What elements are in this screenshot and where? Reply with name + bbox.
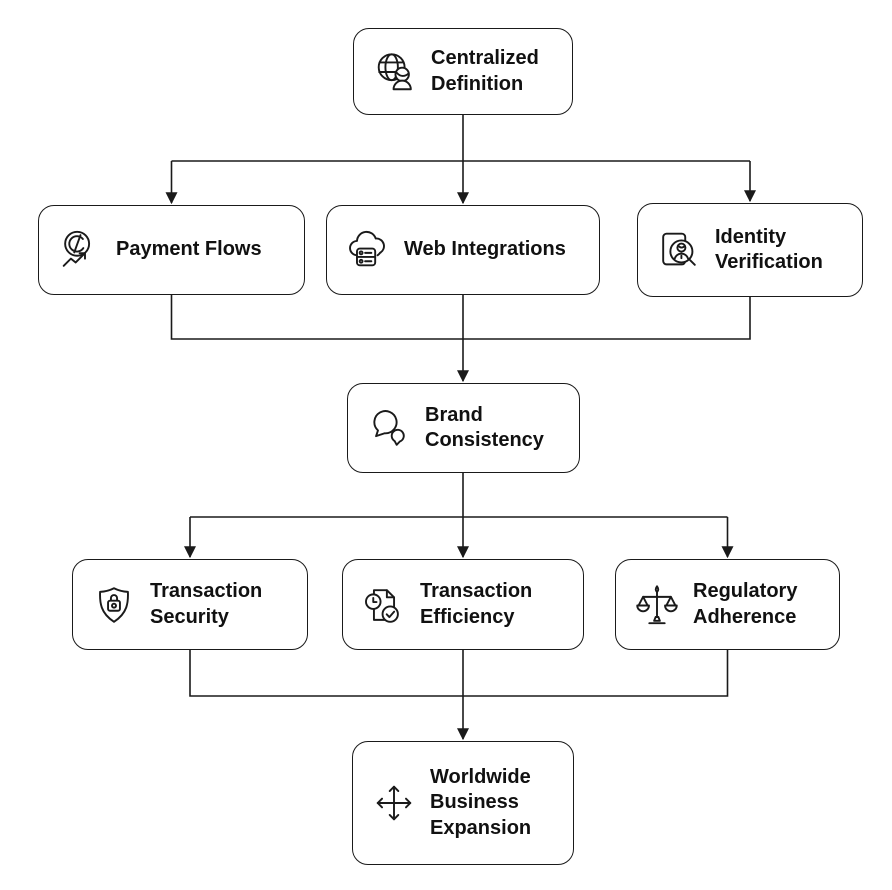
document-clock-check-icon (361, 582, 407, 628)
node-web-integrations: Web Integrations (326, 205, 600, 295)
shield-lock-icon (91, 582, 137, 628)
globe-user-icon (372, 49, 418, 95)
node-centralized-definition: Centralized Definition (353, 28, 573, 115)
node-regulatory-adherence: Regulatory Adherence (615, 559, 840, 650)
node-label: Transaction Security (150, 580, 263, 628)
node-label: Identity Verification (715, 225, 823, 273)
balance-scale-icon (634, 582, 680, 628)
node-identity-verification: Identity Verification (637, 203, 863, 297)
node-worldwide-business-expansion: Worldwide Business Expansion (352, 741, 574, 865)
node-brand-consistency: Brand Consistency (347, 383, 580, 473)
node-transaction-efficiency: Transaction Efficiency (342, 559, 584, 650)
node-label: Worldwide Business Expansion (430, 766, 532, 839)
cloud-server-icon (345, 227, 391, 273)
id-card-search-icon (656, 227, 702, 273)
coin-trend-icon (57, 227, 103, 273)
node-label: Payment Flows (116, 238, 262, 261)
node-label: Web Integrations (404, 238, 566, 261)
chat-bubbles-icon (366, 405, 412, 451)
node-label: Brand Consistency (425, 403, 544, 451)
node-label: Centralized Definition (431, 47, 539, 95)
node-transaction-security: Transaction Security (72, 559, 308, 650)
node-label: Regulatory Adherence (693, 580, 798, 628)
edge-merge-rail-2 (189, 650, 729, 697)
node-payment-flows: Payment Flows (38, 205, 305, 295)
edge-merge-rail-1 (170, 295, 751, 340)
move-arrows-icon (371, 780, 417, 826)
node-label: Transaction Efficiency (420, 580, 533, 628)
